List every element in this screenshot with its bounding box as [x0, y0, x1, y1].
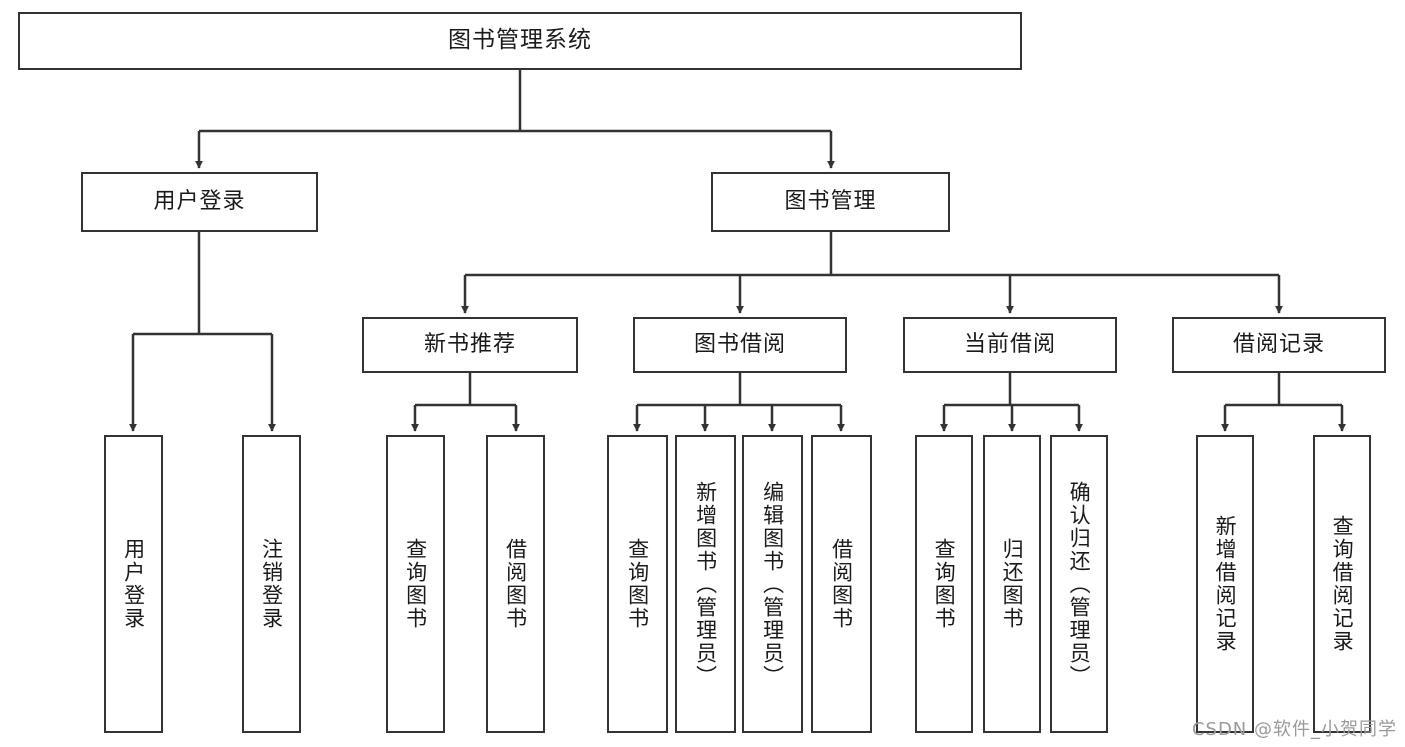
edge-new-book-recommend-to-leaves	[411, 373, 520, 432]
node-borrow-record[interactable]: 借阅记录	[1172, 317, 1386, 373]
node-label: 新增借阅记录	[1213, 515, 1238, 653]
node-label: 图书管理系统	[448, 27, 592, 54]
node-leaf-edit-book-admin[interactable]: 编辑图书（管理员）	[742, 435, 803, 733]
node-label: 用户登录	[121, 538, 146, 630]
node-label: 查询图书	[625, 538, 650, 630]
node-label: 新书推荐	[423, 331, 516, 357]
node-leaf-user-logout[interactable]: 注销登录	[242, 435, 301, 733]
node-leaf-borrow-book-recommend[interactable]: 借阅图书	[486, 435, 545, 733]
node-leaf-query-book-recommend[interactable]: 查询图书	[386, 435, 445, 733]
node-user-login[interactable]: 用户登录	[81, 172, 318, 232]
csdn-watermark: CSDN @软件_小贺同学	[1191, 719, 1397, 740]
node-current-borrow[interactable]: 当前借阅	[903, 317, 1117, 373]
node-label: 编辑图书（管理员）	[760, 480, 785, 688]
node-label: 用户登录	[153, 188, 246, 214]
node-label: 当前借阅	[963, 331, 1056, 357]
node-label: 借阅记录	[1232, 331, 1325, 357]
node-leaf-borrow-book[interactable]: 借阅图书	[811, 435, 872, 733]
node-leaf-return-book[interactable]: 归还图书	[983, 435, 1041, 733]
node-label: 注销登录	[259, 538, 284, 630]
node-label: 查询图书	[932, 538, 957, 630]
node-leaf-confirm-return-admin[interactable]: 确认归还（管理员）	[1050, 435, 1108, 733]
node-label: 借阅图书	[829, 538, 854, 630]
node-root-system[interactable]: 图书管理系统	[18, 12, 1022, 70]
node-label: 借阅图书	[503, 538, 528, 630]
node-new-book-recommend[interactable]: 新书推荐	[362, 317, 578, 373]
edge-current-borrow-to-leaves	[940, 373, 1083, 432]
edge-book-borrow-to-leaves	[633, 373, 845, 432]
node-leaf-user-login[interactable]: 用户登录	[104, 435, 163, 733]
node-label: 查询借阅记录	[1330, 515, 1355, 653]
node-leaf-query-book-borrow[interactable]: 查询图书	[607, 435, 668, 733]
edge-root-to-level2	[195, 70, 835, 169]
edge-user-login-to-leaves	[129, 232, 276, 432]
node-leaf-query-book-current[interactable]: 查询图书	[915, 435, 973, 733]
node-leaf-query-borrow-record[interactable]: 查询借阅记录	[1313, 435, 1371, 733]
node-book-borrow[interactable]: 图书借阅	[633, 317, 847, 373]
node-leaf-add-book-admin[interactable]: 新增图书（管理员）	[675, 435, 736, 733]
node-label: 归还图书	[1000, 538, 1025, 630]
node-label: 图书管理	[784, 188, 877, 214]
node-label: 查询图书	[403, 538, 428, 630]
edge-book-management-to-level3	[461, 232, 1283, 314]
node-label: 新增图书（管理员）	[693, 480, 718, 688]
node-label: 图书借阅	[693, 331, 786, 357]
node-label: 确认归还（管理员）	[1067, 480, 1092, 688]
edge-borrow-record-to-leaves	[1221, 373, 1346, 432]
node-leaf-add-borrow-record[interactable]: 新增借阅记录	[1196, 435, 1254, 733]
node-book-management[interactable]: 图书管理	[711, 172, 950, 232]
